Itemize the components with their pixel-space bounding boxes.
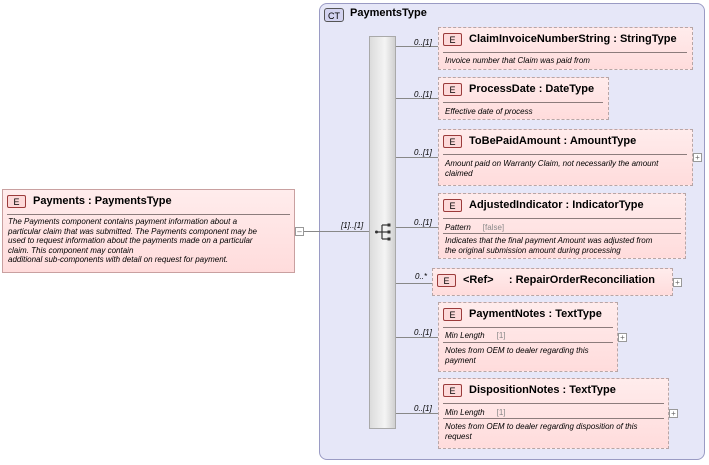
doc-line: additional sub-components with detail on… xyxy=(8,255,229,264)
child-element-doc: Effective date of process xyxy=(445,107,605,117)
root-multiplicity: [1]..[1] xyxy=(341,221,364,230)
element-badge: E xyxy=(443,135,462,148)
child-element-doc: Invoice number that Claim was paid from xyxy=(445,56,689,66)
element-badge: E xyxy=(443,33,462,46)
element-badge: E xyxy=(443,83,462,96)
element-badge: E xyxy=(443,384,462,397)
doc-line: payment xyxy=(445,355,476,365)
doc-line: request xyxy=(445,431,472,441)
connector-line xyxy=(396,46,438,47)
child-multiplicity: 0..[1] xyxy=(414,328,432,337)
child-multiplicity: 0..[1] xyxy=(414,218,432,227)
child-element-box[interactable]: E DispositionNotes : TextType Min Length… xyxy=(438,378,669,449)
child-multiplicity: 0..[1] xyxy=(414,148,432,157)
child-element-doc: Notes from OEM to dealer regarding dispo… xyxy=(445,422,667,441)
facet-value: [false] xyxy=(482,223,505,232)
element-badge: E xyxy=(437,274,456,287)
child-element-title: ClaimInvoiceNumberString : StringType xyxy=(469,33,677,45)
separator xyxy=(443,154,687,155)
doc-line: Indicates that the final payment Amount … xyxy=(445,236,653,245)
connector-line xyxy=(304,231,369,232)
doc-line: used to request information about the pa… xyxy=(8,236,253,245)
sequence-icon xyxy=(375,223,391,241)
connector-line xyxy=(396,337,438,338)
doc-line: The Payments component contains payment … xyxy=(8,217,238,226)
root-element-doc: The Payments component contains payment … xyxy=(8,217,294,265)
child-element-title: PaymentNotes : TextType xyxy=(469,308,602,320)
child-element-box[interactable]: E ClaimInvoiceNumberString : StringType … xyxy=(438,27,693,70)
child-element-doc: Indicates that the final payment Amount … xyxy=(445,236,685,255)
doc-line: Notes from OEM to dealer regarding this xyxy=(445,346,589,355)
facet-value: [1] xyxy=(496,331,506,340)
child-multiplicity: 0..[1] xyxy=(414,404,432,413)
collapse-toggle-icon[interactable]: – xyxy=(295,227,304,236)
root-element-title: Payments : PaymentsType xyxy=(33,195,172,207)
child-element-title: ToBePaidAmount : AmountType xyxy=(469,135,637,147)
expand-toggle-icon[interactable]: + xyxy=(618,333,627,342)
facet-label: Min Length xyxy=(445,331,485,340)
child-element-title: <Ref> : RepairOrderReconciliation xyxy=(463,274,655,286)
separator xyxy=(443,233,681,234)
child-element-box[interactable]: E ProcessDate : DateType Effective date … xyxy=(438,77,609,120)
doc-line: Notes from OEM to dealer regarding dispo… xyxy=(445,422,638,431)
separator xyxy=(443,403,664,404)
child-multiplicity: 0..[1] xyxy=(414,38,432,47)
complex-type-badge: CT xyxy=(324,8,344,22)
expand-toggle-icon[interactable]: + xyxy=(693,153,702,162)
child-element-title: AdjustedIndicator : IndicatorType xyxy=(469,199,644,211)
facet-row: Min Length [1] xyxy=(445,331,506,340)
expand-toggle-icon[interactable]: + xyxy=(669,409,678,418)
child-element-box[interactable]: E <Ref> : RepairOrderReconciliation xyxy=(432,268,673,296)
child-element-box[interactable]: E ToBePaidAmount : AmountType Amount pai… xyxy=(438,129,693,186)
child-element-box[interactable]: E PaymentNotes : TextType Min Length[1] … xyxy=(438,302,618,372)
complex-type-title: PaymentsType xyxy=(350,7,427,19)
separator xyxy=(443,218,681,219)
facet-row: Pattern [false] xyxy=(445,223,504,232)
separator xyxy=(443,342,613,343)
connector-line xyxy=(396,157,438,158)
doc-line: the original submission amount during pr… xyxy=(445,245,621,255)
expand-toggle-icon[interactable]: + xyxy=(673,278,682,287)
child-multiplicity: 0..[1] xyxy=(414,90,432,99)
root-element-box[interactable]: E Payments : PaymentsType The Payments c… xyxy=(2,189,295,273)
connector-line xyxy=(396,283,432,284)
facet-value: [1] xyxy=(496,408,506,417)
child-multiplicity: 0..* xyxy=(415,272,428,281)
element-badge: E xyxy=(443,199,462,212)
element-badge: E xyxy=(7,195,26,208)
facet-label: Pattern xyxy=(445,223,471,232)
doc-line: claim. This component may contain xyxy=(8,245,134,255)
doc-line: Effective date of process xyxy=(445,107,533,116)
child-element-doc: Notes from OEM to dealer regarding this … xyxy=(445,346,617,365)
connector-line xyxy=(396,98,438,99)
separator xyxy=(7,214,290,215)
separator xyxy=(443,327,613,328)
connector-line xyxy=(396,227,438,228)
facet-label: Min Length xyxy=(445,408,485,417)
child-element-title: ProcessDate : DateType xyxy=(469,83,595,95)
doc-line: Amount paid on Warranty Claim, not neces… xyxy=(445,159,659,168)
separator xyxy=(443,418,664,419)
facet-row: Min Length [1] xyxy=(445,408,506,417)
separator xyxy=(443,102,603,103)
child-element-doc: Amount paid on Warranty Claim, not neces… xyxy=(445,159,693,178)
child-element-title: DispositionNotes : TextType xyxy=(469,384,616,396)
child-element-box[interactable]: E AdjustedIndicator : IndicatorType Patt… xyxy=(438,193,686,259)
connector-line xyxy=(396,413,438,414)
separator xyxy=(443,52,687,53)
doc-line: Invoice number that Claim was paid from xyxy=(445,56,590,65)
doc-line: particular claim that was submitted. The… xyxy=(8,226,257,236)
doc-line: claimed xyxy=(445,168,473,178)
element-badge: E xyxy=(443,308,462,321)
